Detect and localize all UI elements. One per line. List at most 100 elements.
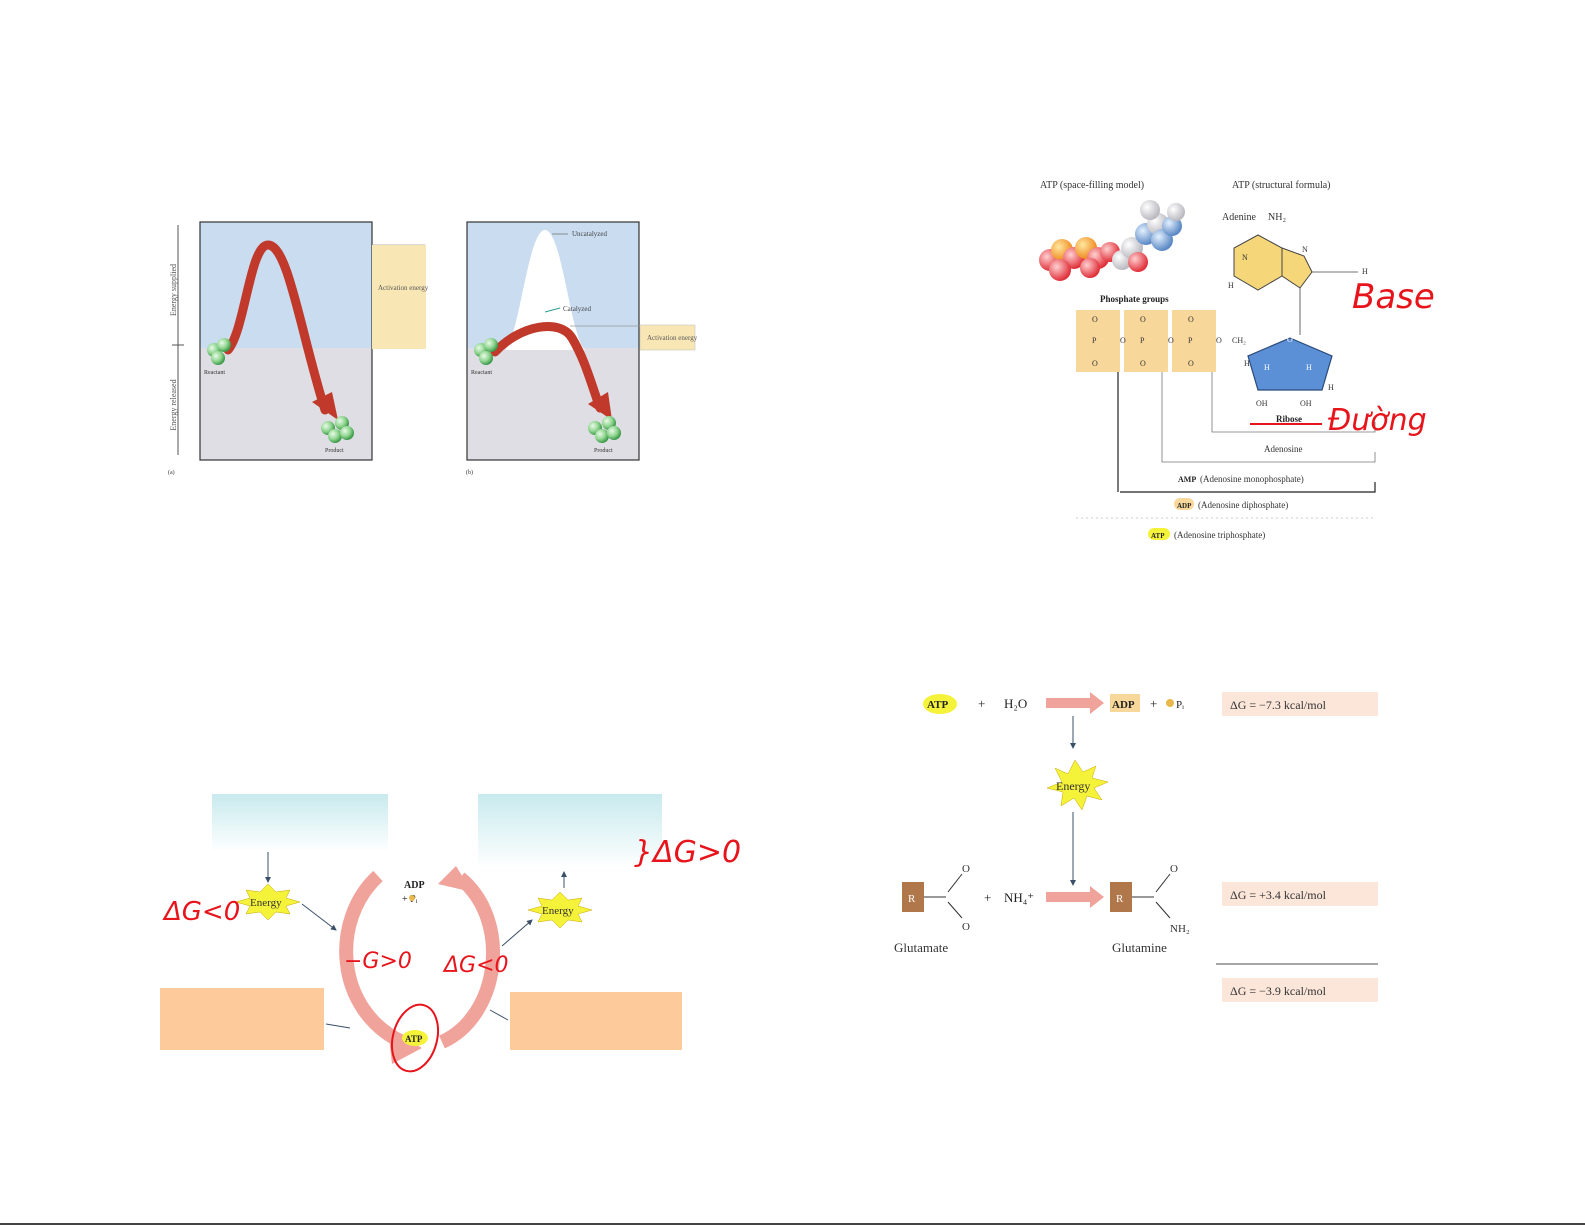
ribose-atom-h2: H <box>1306 363 1312 372</box>
panel-a-letter: (a) <box>168 469 175 476</box>
cycle-adp-label: ADP <box>404 880 425 891</box>
cycle-energy-right-label: Energy <box>542 905 574 917</box>
cycle-arrowhead-right <box>438 866 472 892</box>
glutamate-o2: O <box>962 921 970 933</box>
structural-formula-title: ATP (structural formula) <box>1232 180 1331 191</box>
adp-box <box>1110 694 1140 712</box>
energy-label: Energy <box>1056 779 1090 793</box>
atp-text: (Adenosine triphosphate) <box>1174 530 1265 540</box>
activation-energy-callout-a <box>372 245 426 349</box>
glutamate-o1: O <box>962 863 970 875</box>
amp-text: (Adenosine monophosphate) <box>1200 474 1304 484</box>
axis-energy-released: Energy released <box>169 379 178 430</box>
atom-p-3: P <box>1188 336 1193 345</box>
ribose-atom-h1: H <box>1264 363 1270 372</box>
activation-energy-svg: Activation energy Energy supplied Energy… <box>168 221 698 476</box>
product-molecule-b <box>588 416 621 443</box>
atp-label: ATP <box>927 699 948 711</box>
reactant-molecule-a <box>207 338 231 365</box>
axis-energy-supplied: Energy supplied <box>169 264 178 316</box>
coupled-reaction-figure: ATP + H₂O ADP + Pᵢ ΔG = −7.3 kcal/mol En… <box>880 660 1440 1040</box>
adenine-six-ring <box>1233 234 1283 291</box>
peach-box-right <box>510 992 682 1050</box>
dg2-label: ΔG = +3.4 kcal/mol <box>1230 888 1327 902</box>
handwritten-dg-lt-mid: ΔG<0 <box>442 953 509 978</box>
dg3-box <box>1222 978 1378 1002</box>
phosphate-box-2 <box>1124 310 1168 372</box>
energy-burst-left <box>235 883 301 921</box>
energy-released-region-b <box>467 348 639 460</box>
uncatalyzed-hump <box>505 230 585 350</box>
atom-p-1: P <box>1092 336 1097 345</box>
glutamate-r <box>902 882 924 912</box>
panel-b-frame <box>466 221 640 461</box>
amp-badge: AMP <box>1178 475 1196 484</box>
atom-o-bridge-1: O <box>1120 336 1126 345</box>
glutamine-r-label: R <box>1116 893 1124 905</box>
atp-space-filling-model <box>1039 200 1185 281</box>
adenine-five-ring <box>1281 247 1313 289</box>
reactant-label-b: Reactant <box>471 370 492 376</box>
adenosine-label: Adenosine <box>1264 444 1303 454</box>
reaction-arrowhead-b <box>588 392 612 420</box>
atom-o-6: O <box>1188 359 1194 368</box>
atp-cycle-figure: ADP + Pᵢ ATP Energy Energy ΔG<0 −G>0 ΔG<… <box>140 780 760 1120</box>
activation-energy-figure: Activation energy Energy supplied Energy… <box>0 0 780 560</box>
pi-label: Pᵢ <box>1176 699 1184 711</box>
cycle-arc-left <box>339 870 406 1049</box>
phosphate-box-3 <box>1172 310 1216 372</box>
atp-pill <box>923 694 957 714</box>
cycle-atp-pill <box>402 1030 428 1046</box>
ribose-atom-h4: H <box>1328 383 1334 392</box>
glutamine-o: O <box>1170 863 1178 875</box>
adp-text: (Adenosine diphosphate) <box>1198 500 1288 510</box>
product-label-b: Product <box>594 448 613 454</box>
plus-1: + <box>978 696 985 711</box>
atom-o-2: O <box>1092 359 1098 368</box>
adenine-atom-n1: N <box>1242 253 1248 262</box>
synthesis-arrow <box>1046 886 1104 908</box>
adenine-nh2: NH₂ <box>1268 212 1286 223</box>
cycle-atp-label: ATP <box>405 1034 423 1044</box>
uncatalyzed-label: Uncatalyzed <box>572 230 607 238</box>
dg3-label: ΔG = −3.9 kcal/mol <box>1230 984 1327 998</box>
glutamate-r-label: R <box>908 893 916 905</box>
space-filling-title: ATP (space-filling model) <box>1040 180 1144 191</box>
atom-o-4: O <box>1140 359 1146 368</box>
dg2-box <box>1222 882 1378 906</box>
product-molecule-a <box>321 416 354 443</box>
atom-o-5: O <box>1188 315 1194 324</box>
teal-box-left <box>212 794 388 852</box>
plus-3: + <box>984 890 991 905</box>
adenine-atom-h: H <box>1362 267 1368 276</box>
dg1-box <box>1222 692 1378 716</box>
callout-b-label: Activation energy <box>647 334 698 342</box>
hydrolysis-arrow <box>1046 692 1104 714</box>
energy-supplied-region <box>200 222 372 348</box>
dg1-label: ΔG = −7.3 kcal/mol <box>1230 698 1327 712</box>
adenine-label: Adenine <box>1222 212 1256 223</box>
handwritten-dg-lt-left: ΔG<0 <box>162 897 240 927</box>
product-label-a: Product <box>325 448 344 454</box>
atom-o-3: O <box>1140 315 1146 324</box>
cycle-arrowhead-left <box>388 1028 422 1064</box>
reactant-label-a: Reactant <box>204 370 225 376</box>
ribose-atom-oh2: OH <box>1300 399 1312 408</box>
glutamine-label: Glutamine <box>1112 940 1167 955</box>
atp-cycle-svg: ADP + Pᵢ ATP Energy Energy ΔG<0 −G>0 ΔG<… <box>160 794 741 1073</box>
handwritten-duong: Đường <box>1328 403 1427 438</box>
cycle-arc-right <box>438 872 501 1049</box>
adp-badge-bg <box>1174 498 1194 510</box>
ribose-ring <box>1247 337 1333 391</box>
cycle-phosphate-dot <box>409 895 415 901</box>
energy-released-region <box>200 348 372 460</box>
ribose-atom-h3: H <box>1244 359 1250 368</box>
handwritten-dg-gt-mid: −G>0 <box>344 949 412 974</box>
cycle-energy-left-label: Energy <box>250 897 282 909</box>
callout-a-label: Activation energy <box>378 284 429 292</box>
handwritten-base: Base <box>1352 277 1435 317</box>
atom-o-bridge-3: O <box>1216 336 1222 345</box>
ribose-label: Ribose <box>1276 414 1302 424</box>
handwritten-dg-gt-right: }ΔG>0 <box>634 835 741 870</box>
teal-box-right <box>478 794 662 868</box>
